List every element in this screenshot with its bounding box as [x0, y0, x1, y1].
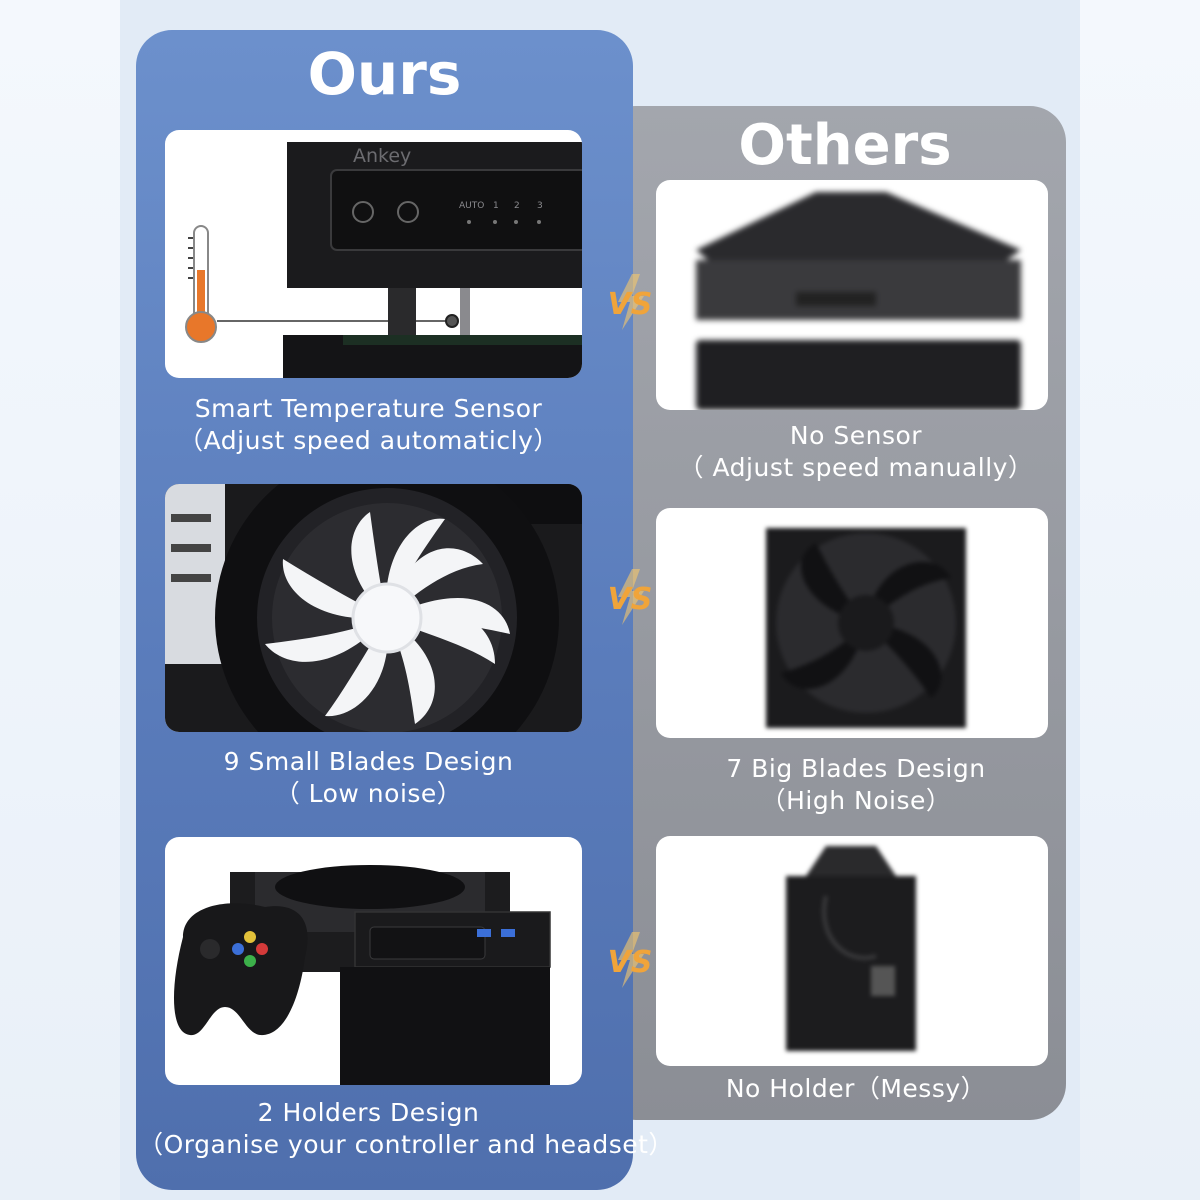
ours-fan-image: [165, 484, 582, 732]
controller-icon: [173, 903, 308, 1036]
ours-fan-caption-line1: 9 Small Blades Design: [223, 747, 514, 776]
others-fan-caption-line1: 7 Big Blades Design: [726, 754, 986, 783]
brand-label: Ankey: [353, 145, 411, 167]
thermometer-icon: [185, 225, 217, 343]
others-fan-image: [656, 508, 1048, 738]
vs-text-3: VS: [608, 945, 653, 980]
ours-fan-caption-line2: （ Low noise）: [274, 779, 463, 808]
others-fan-caption-line2: （High Noise）: [760, 786, 952, 815]
vs-badge-3: VS: [600, 930, 660, 990]
ours-holder-caption-line2: （Organise your controller and headset）: [138, 1130, 674, 1159]
ours-title: Ours: [307, 40, 462, 108]
vs-text-1: VS: [608, 287, 653, 322]
ours-sensor-caption-line2: （Adjust speed automaticly）: [178, 426, 559, 455]
others-sensor-caption-line1: No Sensor: [789, 421, 923, 450]
others-sensor-image: [656, 180, 1048, 410]
others-holder-caption-line1: No Holder（Messy）: [725, 1074, 987, 1103]
vs-badge-1: VS: [600, 272, 660, 332]
ours-sensor-image: Ankey AUTO 1 2 3: [165, 130, 582, 378]
vs-badge-2: VS: [600, 567, 660, 627]
ours-holder-image: [165, 837, 582, 1085]
others-title: Others: [738, 113, 952, 178]
others-sensor-caption-line2: （ Adjust speed manually）: [678, 453, 1034, 482]
ours-sensor-caption-line1: Smart Temperature Sensor: [194, 394, 543, 423]
mode-label-auto: AUTO: [459, 201, 484, 211]
ours-holder-caption-line1: 2 Holders Design: [257, 1098, 480, 1127]
mode-label-2: 2: [514, 201, 520, 211]
others-holder-image: [656, 836, 1048, 1066]
mode-label-3: 3: [537, 201, 543, 211]
vs-text-2: VS: [608, 582, 653, 617]
fan-mode-labels: AUTO 1 2 3: [459, 201, 543, 211]
mode-label-1: 1: [493, 201, 499, 211]
